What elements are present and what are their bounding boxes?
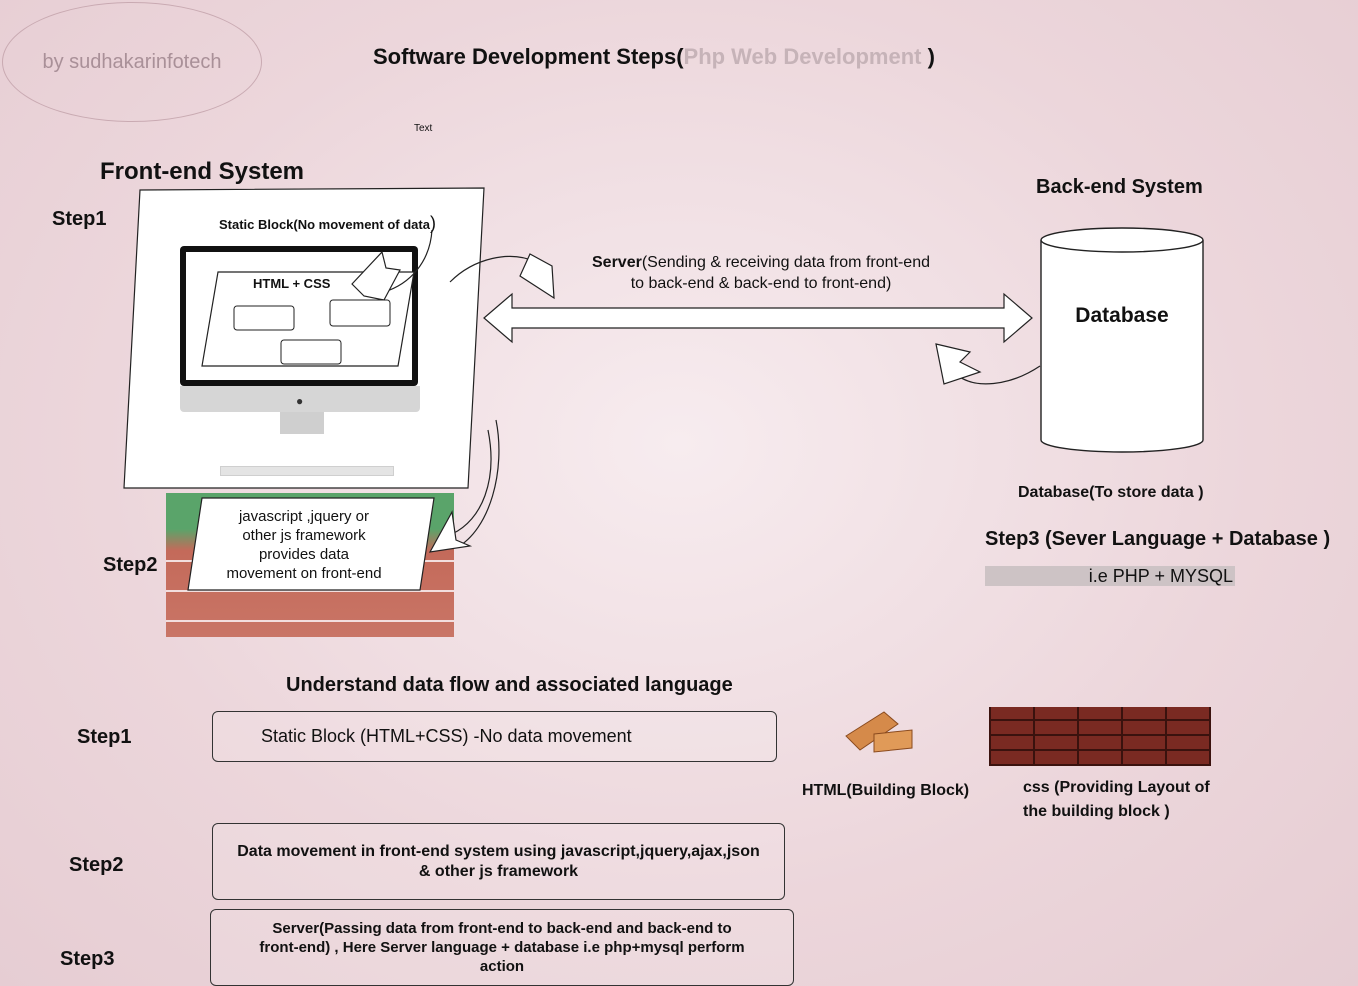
tiny-text: Text — [414, 123, 433, 134]
apple-logo-icon: ● — [296, 394, 304, 408]
track-lane — [166, 590, 454, 592]
understand-step3-label: Step3 — [60, 948, 115, 970]
frontend-step1-label: Step1 — [52, 208, 107, 230]
title-close: ) — [921, 44, 935, 69]
frontend-step2-label: Step2 — [103, 554, 158, 576]
html-css-label: HTML + CSS — [253, 276, 331, 291]
title-muted: Php Web Development — [683, 44, 922, 69]
monitor-chin — [180, 386, 420, 412]
server-description: Server(Sending & receiving data from fro… — [592, 254, 930, 292]
css-brick-caption: css (Providing Layout of the building bl… — [1023, 779, 1210, 820]
backend-heading: Back-end System — [1036, 176, 1203, 198]
understand-step1-label: Step1 — [77, 726, 132, 748]
track-lane — [166, 620, 454, 622]
title-main: Software Development Steps( — [373, 44, 684, 69]
step2-text: javascript ,jquery or other js framework… — [226, 508, 382, 582]
monitor-stand — [280, 412, 324, 434]
step3-title: Step3 (Sever Language + Database ) — [985, 528, 1331, 550]
understand-step3-box: Server(Passing data from front-end to ba… — [210, 909, 794, 986]
understand-heading: Understand data flow and associated lang… — [286, 674, 733, 696]
understand-step2-box: Data movement in front-end system using … — [212, 823, 785, 900]
page-title: Software Development Steps(Php Web Devel… — [373, 44, 935, 70]
watermark: by sudhakarinfotech — [2, 2, 262, 122]
static-block-label: Static Block(No movement of data) — [219, 213, 436, 233]
html-brick-caption: HTML(Building Block) — [802, 782, 970, 799]
brick-wall-image — [989, 707, 1211, 766]
understand-step2-label: Step2 — [69, 854, 124, 876]
database-note: Database(To store data ) — [1018, 484, 1204, 501]
understand-step1-box: Static Block (HTML+CSS) -No data movemen… — [212, 711, 777, 762]
database-label: Database — [1075, 304, 1169, 327]
monitor-screen — [186, 252, 412, 380]
php-mysql-box: i.e PHP + MYSQL — [985, 566, 1235, 586]
keyboard — [220, 466, 394, 476]
frontend-heading: Front-end System — [100, 158, 305, 185]
